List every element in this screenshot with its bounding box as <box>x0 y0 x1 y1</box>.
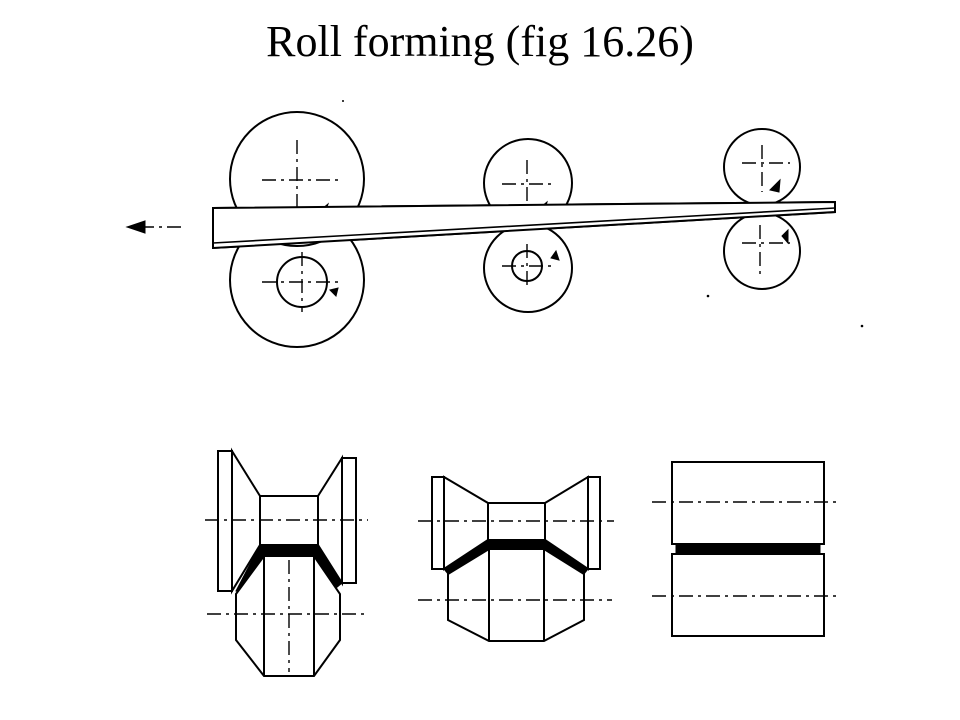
direction-arrow <box>125 220 186 234</box>
lower-roll-2 <box>483 223 573 313</box>
roll-section-1 <box>205 447 368 677</box>
strip-overlay <box>212 200 836 250</box>
slide-title: Roll forming (fig 16.26) <box>266 17 694 66</box>
roll-section-2 <box>418 475 614 642</box>
lower-roll-3 <box>723 212 801 290</box>
roll-section-3 <box>652 461 840 637</box>
side-view <box>125 100 864 348</box>
cross-section-view <box>205 447 840 677</box>
roll-pair-3 <box>723 128 801 290</box>
